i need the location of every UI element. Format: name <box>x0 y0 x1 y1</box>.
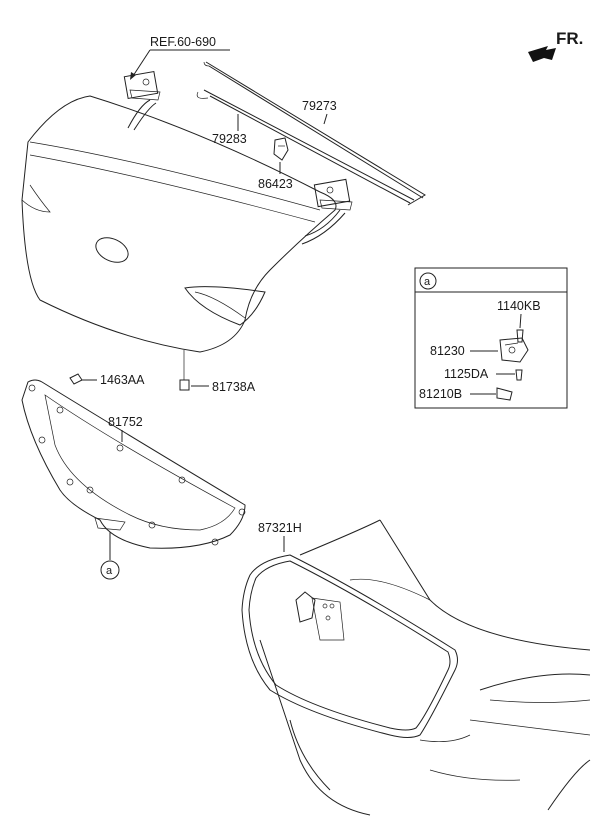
callout-box-frame <box>414 267 568 409</box>
label-1463AA: 1463AA <box>100 373 145 387</box>
label-81752: 81752 <box>108 415 143 429</box>
hinge-arm-right <box>304 209 341 237</box>
fastener-1463AA <box>69 373 83 385</box>
hinge-arm-left <box>127 99 151 129</box>
tail-lamp-right-detail <box>194 291 246 319</box>
leader-1140KB <box>519 313 522 329</box>
callout-box-a-icon <box>419 272 437 290</box>
clip-86423 <box>273 137 289 161</box>
label-79273: 79273 <box>302 99 337 113</box>
car-body-rear <box>259 519 591 816</box>
latch-81230 <box>499 337 529 363</box>
label-81210B: 81210B <box>419 387 462 401</box>
hinge-bracket-right <box>313 178 353 211</box>
label-79283: 79283 <box>212 132 247 146</box>
front-direction-label: FR. <box>556 29 583 48</box>
ref-leader <box>132 49 151 77</box>
weatherstrip-87321H <box>241 554 458 738</box>
callout-a-circle-icon <box>100 560 120 580</box>
front-direction-indicator: FR. <box>528 29 583 62</box>
torsion-bar-79273 <box>203 61 426 206</box>
label-87321H: 87321H <box>258 521 302 535</box>
ref-arrow-icon <box>130 72 136 80</box>
emblem <box>95 237 129 263</box>
tail-lamp-right <box>184 286 266 326</box>
trunk-lid <box>21 95 346 353</box>
bolt-1125DA <box>515 369 523 381</box>
hinge-arm-left-2 <box>133 102 157 131</box>
callout-box-letter: a <box>424 276 431 288</box>
tail-lamp-left <box>21 184 51 213</box>
hinge-arm-right-2 <box>301 212 346 245</box>
front-direction-arrow-icon <box>528 46 556 62</box>
bumper-81738A <box>179 379 190 391</box>
callout-a-letter: a <box>106 565 113 577</box>
label-1125DA: 1125DA <box>444 367 489 381</box>
label-1140KB: 1140KB <box>497 299 541 313</box>
trunk-trim-panel-81752 <box>21 379 246 549</box>
torsion-bar-79283 <box>196 89 415 204</box>
leader-79273 <box>323 113 328 125</box>
trunk-lid-edge-line-2 <box>29 154 316 223</box>
trunk-lid-edge-line <box>29 141 321 211</box>
ref-label: REF.60-690 <box>150 35 216 49</box>
label-86423: 86423 <box>258 177 293 191</box>
label-81230: 81230 <box>430 344 465 358</box>
bolt-1140KB <box>516 329 524 343</box>
label-81738A: 81738A <box>212 380 256 394</box>
actuator-81210B <box>496 387 513 401</box>
hinge-bracket-left <box>123 70 161 101</box>
trunk-lid-outline <box>21 95 337 353</box>
callout-box-a: a 1140KB 81230 1125DA 81210B <box>414 267 568 409</box>
trunk-opening-latch-area <box>295 591 345 641</box>
